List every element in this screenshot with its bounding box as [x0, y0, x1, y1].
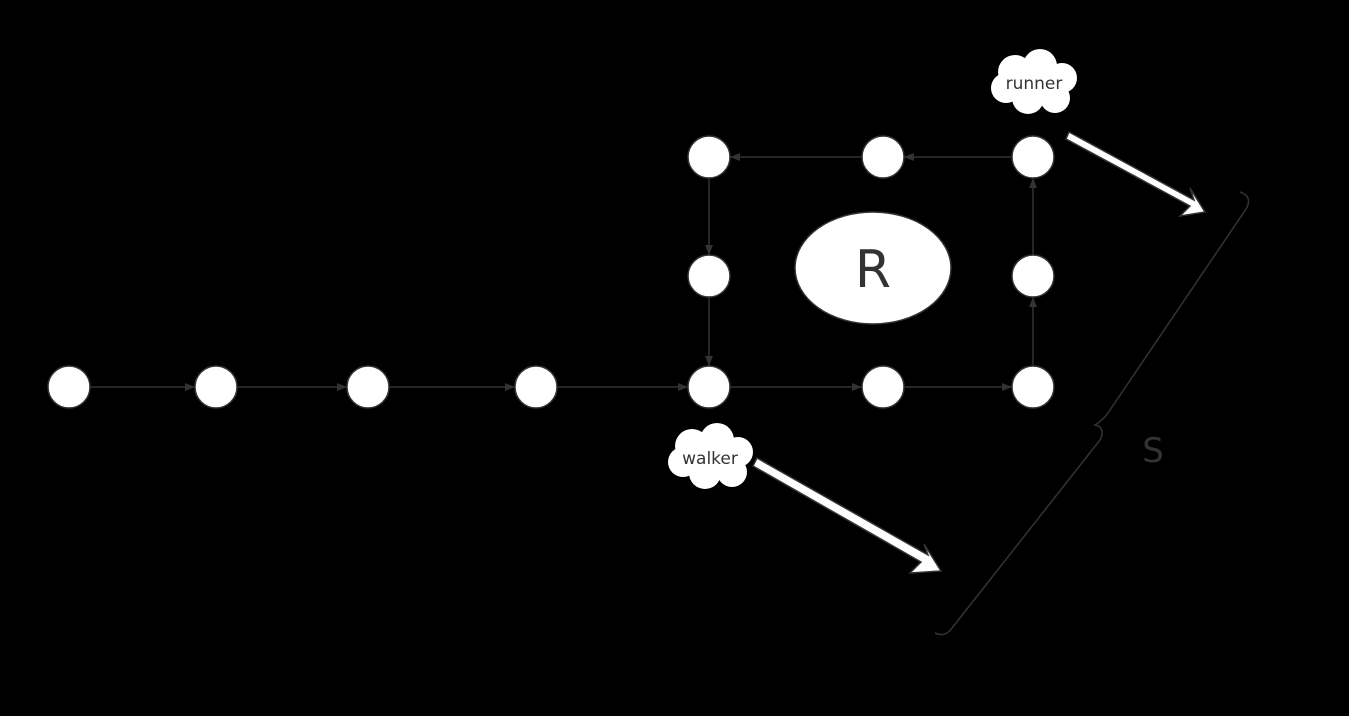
walker-arrow: [752, 456, 943, 574]
runner-arrow: [1065, 130, 1207, 218]
list-node: [514, 365, 558, 409]
distance-brace: [934, 191, 1250, 636]
distance-label: S: [1142, 431, 1164, 471]
list-node: [194, 365, 238, 409]
list-node: [1011, 365, 1055, 409]
center-ellipse: [794, 211, 952, 325]
runner-cloud: [991, 49, 1077, 114]
nodes: [47, 135, 1055, 409]
walker-cloud: [668, 423, 753, 489]
list-node: [687, 254, 731, 298]
list-node: [1011, 254, 1055, 298]
list-node-cycle-entry: [687, 365, 731, 409]
edges: [91, 153, 1037, 391]
walker-label: walker: [682, 449, 738, 469]
center-label: R: [855, 240, 891, 300]
list-node: [861, 135, 905, 179]
runner-label: runner: [1006, 74, 1063, 94]
list-node: [47, 365, 91, 409]
list-node: [861, 365, 905, 409]
list-node: [346, 365, 390, 409]
list-node: [1011, 135, 1055, 179]
list-node: [687, 135, 731, 179]
